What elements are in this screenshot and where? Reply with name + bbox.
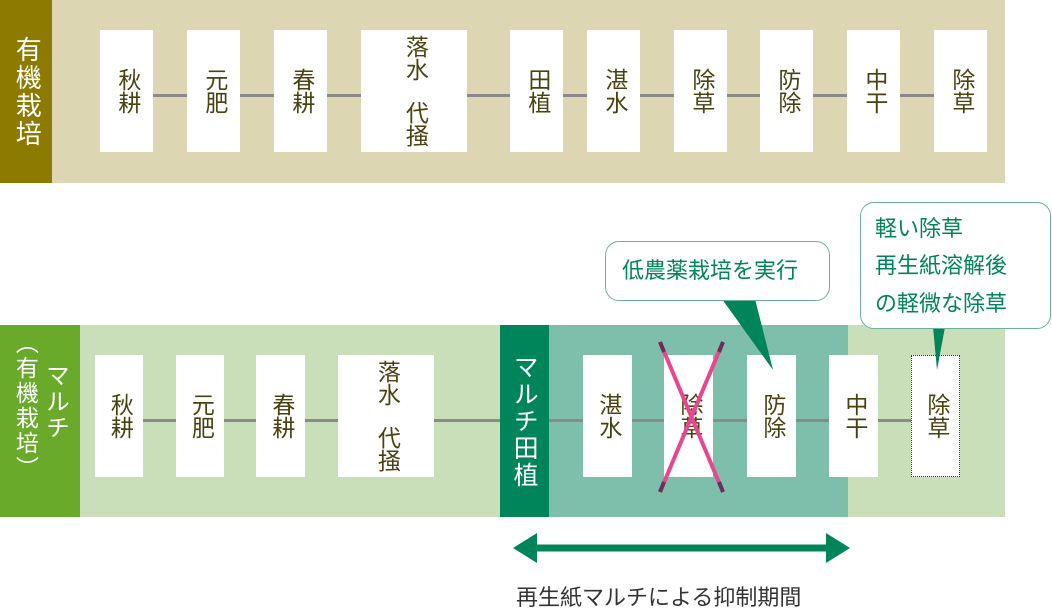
mulch-label-sub: （有機栽培） <box>11 331 38 481</box>
callout-low-pesticide: 低農薬栽培を実行 <box>605 241 830 301</box>
mulch-transplant: マルチ田植 <box>500 325 549 517</box>
callout-low-pesticide-text: 低農薬栽培を実行 <box>622 259 799 284</box>
organic-step-base-fertilizer: 元肥 <box>187 30 240 152</box>
mulch-label-main: マルチ <box>41 363 70 441</box>
mulch-step-spring-plow: 春耕 <box>256 355 305 477</box>
organic-step-autumn-plow: 秋耕 <box>100 30 153 152</box>
step-drain: 落水 <box>401 35 428 81</box>
step-drain: 落水 <box>373 360 400 406</box>
mulch-step-midseason-drain: 中干 <box>829 355 878 477</box>
step-puddling: 代掻 <box>401 101 428 147</box>
organic-step-spring-plow: 春耕 <box>274 30 327 152</box>
period-arrow-icon <box>513 533 850 563</box>
callout-line-3: の軽微な除草 <box>875 291 1008 317</box>
callout-line-1: 軽い除草 <box>875 217 964 242</box>
mulch-step-light-weeding: 除草 <box>911 355 960 477</box>
callout-light-weeding: 軽い除草 再生紙溶解後 の軽微な除草 <box>860 202 1051 329</box>
callout-tail-2 <box>933 327 945 370</box>
callout-tail-1 <box>722 299 773 370</box>
organic-step-puddling-drain: 落水 代掻 <box>361 30 467 152</box>
organic-label: 有機栽培 <box>0 0 52 183</box>
organic-step-pest-control: 防除 <box>760 30 813 152</box>
organic-step-weeding-2: 除草 <box>934 30 987 152</box>
organic-step-midseason-drain: 中干 <box>847 30 900 152</box>
organic-step-transplant: 田植 <box>510 30 563 152</box>
mulch-label: マルチ （有機栽培） <box>0 325 80 517</box>
mulch-step-pest-control: 防除 <box>747 355 796 477</box>
mulch-step-base-fertilizer: 元肥 <box>176 355 224 477</box>
period-label: 再生紙マルチによる抑制期間 <box>516 586 802 611</box>
organic-step-weeding: 除草 <box>674 30 727 152</box>
mulch-step-autumn-plow: 秋耕 <box>95 355 143 477</box>
step-puddling: 代掻 <box>373 426 400 472</box>
mulch-step-puddling-drain: 落水 代掻 <box>338 355 434 477</box>
callout-line-2: 再生紙溶解後 <box>875 254 1008 280</box>
organic-step-flooding: 湛水 <box>587 30 640 152</box>
mulch-step-flooding: 湛水 <box>583 355 632 477</box>
